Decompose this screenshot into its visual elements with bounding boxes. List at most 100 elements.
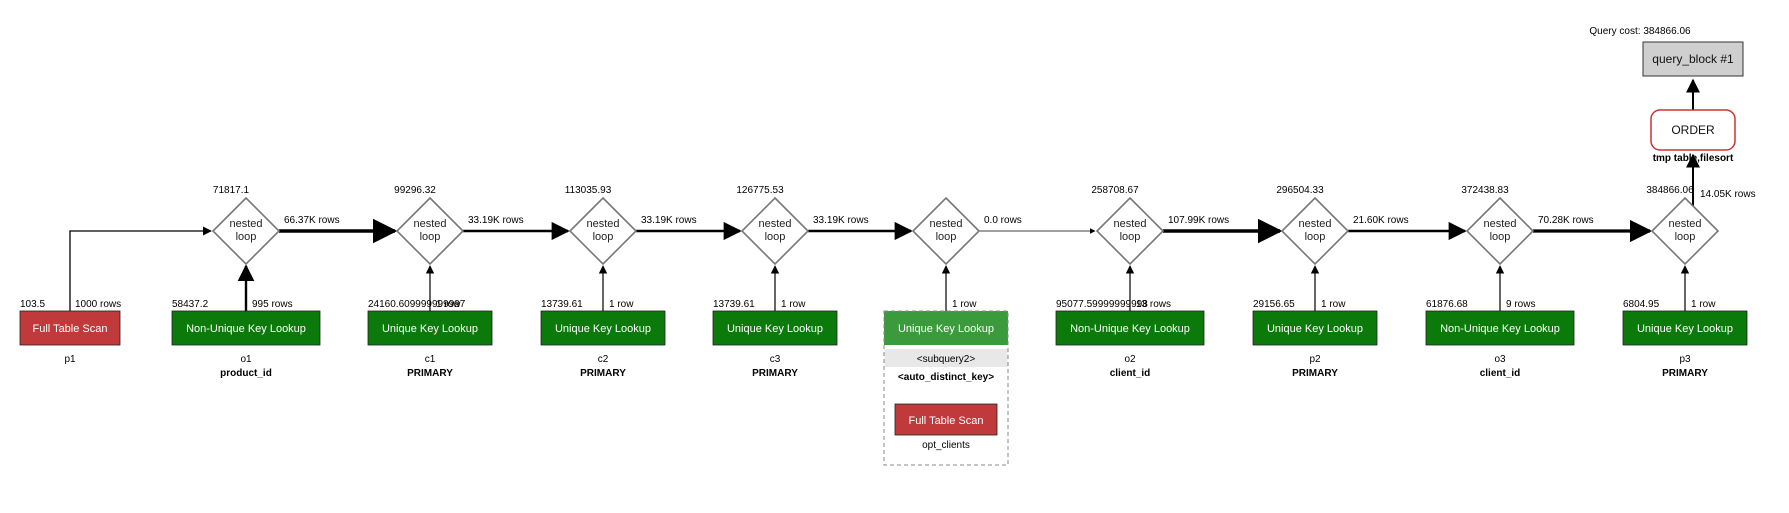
scan-table-name: p1	[64, 354, 76, 365]
nested-loop-label: loop	[236, 231, 257, 243]
key-lookup-node[interactable]: Unique Key Lookup	[540, 310, 666, 346]
nested-loop-label: nested	[586, 218, 619, 230]
nested-loop-cost: 113035.93	[565, 185, 612, 196]
edge-scan4-rows: 1 row	[609, 299, 634, 310]
scan-cost: 58437.2	[172, 299, 209, 310]
nested-loop-cost: 384866.06	[1646, 185, 1694, 196]
nested-loop-label: loop	[765, 231, 786, 243]
full-table-scan-node[interactable]: Full Table Scan	[19, 310, 121, 346]
nested-loop-label: nested	[929, 218, 962, 230]
scan-label: Unique Key Lookup	[382, 323, 478, 335]
scan-cost: 95077.59999999998	[1056, 299, 1148, 310]
scan-cost: 13739.61	[541, 299, 583, 310]
nested-loop-label: nested	[1483, 218, 1516, 230]
scan-key-name: PRIMARY	[580, 368, 626, 379]
scan-cost: 13739.61	[713, 299, 755, 310]
key-lookup-node[interactable]: Non-Unique Key Lookup	[1425, 310, 1575, 346]
scan-cost: 6804.95	[1623, 299, 1660, 310]
query-block-label: query_block #1	[1652, 52, 1734, 66]
key-lookup-node[interactable]: Non-Unique Key Lookup	[171, 310, 321, 346]
nested-loop-cost: 126775.53	[736, 185, 784, 196]
edge-loop4-rows: 33.19K rows	[813, 215, 869, 226]
nested-loop-label: nested	[1298, 218, 1331, 230]
subquery-inner-label: Full Table Scan	[908, 415, 983, 427]
scan-table-name: o1	[240, 354, 252, 365]
nested-loop-label: nested	[758, 218, 791, 230]
scan-label: Non-Unique Key Lookup	[1070, 323, 1190, 335]
key-lookup-node[interactable]: Unique Key Lookup	[1622, 310, 1748, 346]
key-lookup-node[interactable]: Unique Key Lookup	[712, 310, 838, 346]
full-table-scan-node[interactable]: Full Table Scan	[894, 403, 998, 436]
nested-loop-label: loop	[936, 231, 957, 243]
nested-loop-label: loop	[593, 231, 614, 243]
subquery-inner-table: opt_clients	[922, 440, 970, 451]
nested-loop-label: nested	[229, 218, 262, 230]
key-lookup-node[interactable]: Non-Unique Key Lookup	[1055, 310, 1205, 346]
subquery-key: <auto_distinct_key>	[898, 372, 994, 383]
nested-loop-label: loop	[1675, 231, 1696, 243]
key-lookup-node[interactable]: Unique Key Lookup	[884, 311, 1008, 345]
scan-cost: 103.5	[20, 299, 45, 310]
scan-key-name: product_id	[220, 368, 272, 379]
subquery-title: <subquery2>	[917, 354, 976, 365]
key-lookup-node[interactable]: Unique Key Lookup	[367, 310, 493, 346]
subquery-container: <subquery2> <auto_distinct_key> Full Table…	[883, 310, 1009, 466]
scan-label: Unique Key Lookup	[898, 323, 994, 335]
edge-scan9-rows: 9 rows	[1506, 299, 1535, 310]
scan-cost: 61876.68	[1426, 299, 1468, 310]
key-lookup-node[interactable]: Unique Key Lookup	[1252, 310, 1378, 346]
nested-loop-label: loop	[1490, 231, 1511, 243]
scan-label: Non-Unique Key Lookup	[1440, 323, 1560, 335]
scan-label: Unique Key Lookup	[555, 323, 651, 335]
order-node[interactable]: ORDER	[1650, 109, 1736, 151]
query-cost-label: Query cost: 384866.06	[1589, 26, 1691, 37]
nested-loop-cost: 71817.1	[213, 185, 250, 196]
scan-label: Unique Key Lookup	[1267, 323, 1363, 335]
order-label: ORDER	[1671, 123, 1715, 137]
nested-loop-cost: 258708.67	[1091, 185, 1139, 196]
nested-loop-cost: 99296.32	[394, 185, 436, 196]
edge-loop5-rows: 0.0 rows	[984, 215, 1022, 226]
scan-table-name: c3	[770, 354, 781, 365]
edge-loop2-rows: 33.19K rows	[468, 215, 524, 226]
scan-label: Full Table Scan	[32, 323, 107, 335]
scan-table-name: o3	[1494, 354, 1506, 365]
edge-scan3-rows: 1 row	[436, 299, 461, 310]
edge-scan6-rows: 1 row	[952, 299, 977, 310]
nested-loop-cost: 296504.33	[1276, 185, 1324, 196]
scan-table-name: c2	[598, 354, 609, 365]
edge-loop8-rows: 70.28K rows	[1538, 215, 1594, 226]
scan-cost: 24160.609999999997	[368, 299, 466, 310]
scan-key-name: PRIMARY	[407, 368, 453, 379]
nested-loop-label: loop	[420, 231, 441, 243]
edge-scan10-rows: 1 row	[1691, 299, 1716, 310]
scan-key-name: PRIMARY	[752, 368, 798, 379]
scan-label: Unique Key Lookup	[1637, 323, 1733, 335]
scan-table-name: p3	[1679, 354, 1691, 365]
nested-loop-label: nested	[413, 218, 446, 230]
edge-loop3-rows: 33.19K rows	[641, 215, 697, 226]
scan-table-name: p2	[1309, 354, 1321, 365]
nested-loop-label: nested	[1113, 218, 1146, 230]
scan-key-name: client_id	[1110, 368, 1151, 379]
scan-key-name: PRIMARY	[1662, 368, 1708, 379]
query-block-node[interactable]: query_block #1	[1642, 41, 1744, 77]
scan-table-name: o2	[1124, 354, 1136, 365]
edge-scan2-rows: 995 rows	[252, 299, 293, 310]
loops-layer: nestedloop71817.1nestedloop99296.32neste…	[211, 185, 1720, 266]
scan-label: Non-Unique Key Lookup	[186, 323, 306, 335]
scan-table-name: c1	[425, 354, 436, 365]
edge-scan8-rows: 1 row	[1321, 299, 1346, 310]
